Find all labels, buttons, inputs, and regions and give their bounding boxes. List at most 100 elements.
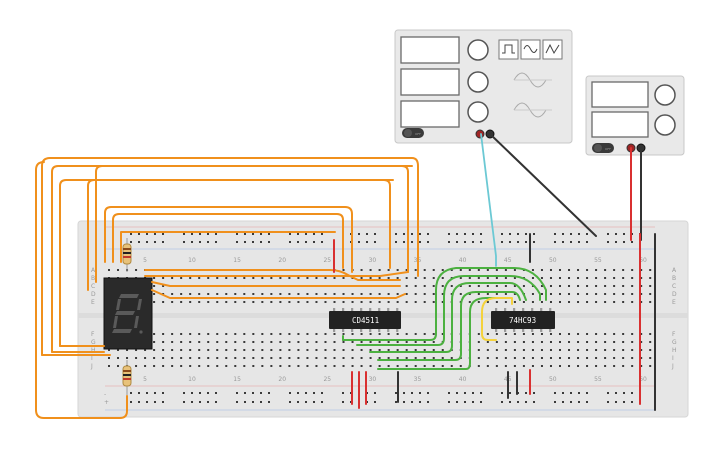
breadboard-hole[interactable] [622, 293, 625, 295]
breadboard-hole[interactable] [252, 365, 255, 367]
breadboard-hole[interactable] [108, 357, 110, 359]
breadboard-hole[interactable] [191, 241, 193, 243]
yellow-wire[interactable] [481, 297, 513, 341]
breadboard-hole[interactable] [324, 365, 327, 367]
breadboard-hole[interactable] [387, 269, 390, 271]
breadboard-hole[interactable] [464, 233, 466, 235]
breadboard-hole[interactable] [270, 349, 273, 351]
breadboard-hole[interactable] [130, 392, 132, 394]
breadboard-hole[interactable] [288, 349, 291, 351]
breadboard-hole[interactable] [396, 333, 399, 335]
breadboard-hole[interactable] [243, 341, 246, 343]
breadboard-hole[interactable] [595, 277, 598, 279]
breadboard-hole[interactable] [513, 357, 516, 359]
breadboard-hole[interactable] [432, 341, 435, 343]
breadboard-hole[interactable] [549, 293, 552, 295]
breadboard-hole[interactable] [180, 349, 183, 351]
breadboard-hole[interactable] [419, 241, 421, 243]
breadboard-hole[interactable] [396, 365, 399, 367]
breadboard-hole[interactable] [207, 365, 210, 367]
breadboard-hole[interactable] [432, 301, 435, 303]
breadboard-hole[interactable] [649, 269, 652, 271]
breadboard-hole[interactable] [199, 241, 201, 243]
breadboard-hole[interactable] [559, 293, 561, 295]
breadboard-hole[interactable] [615, 392, 617, 394]
breadboard-hole[interactable] [495, 301, 498, 303]
breadboard-hole[interactable] [144, 349, 147, 351]
breadboard-hole[interactable] [268, 401, 270, 403]
breadboard-hole[interactable] [305, 241, 307, 243]
breadboard-hole[interactable] [622, 301, 625, 303]
breadboard-hole[interactable] [504, 357, 507, 359]
breadboard-hole[interactable] [289, 241, 291, 243]
breadboard-hole[interactable] [216, 341, 219, 343]
breadboard-hole[interactable] [586, 301, 589, 303]
breadboard-hole[interactable] [586, 365, 589, 367]
breadboard-hole[interactable] [631, 285, 634, 287]
breadboard-hole[interactable] [180, 277, 183, 279]
breadboard-hole[interactable] [153, 365, 156, 367]
breadboard-hole[interactable] [577, 301, 580, 303]
breadboard-hole[interactable] [207, 392, 209, 394]
breadboard-hole[interactable] [252, 401, 254, 403]
breadboard-hole[interactable] [419, 392, 421, 394]
breadboard-hole[interactable] [486, 285, 489, 287]
breadboard-hole[interactable] [130, 233, 132, 235]
breadboard-hole[interactable] [459, 269, 462, 271]
breadboard-hole[interactable] [441, 277, 444, 279]
breadboard-hole[interactable] [315, 293, 318, 295]
breadboard-hole[interactable] [360, 349, 363, 351]
breadboard-hole[interactable] [631, 301, 634, 303]
breadboard-hole[interactable] [477, 365, 480, 367]
breadboard-hole[interactable] [631, 241, 633, 243]
breadboard-hole[interactable] [495, 285, 498, 287]
breadboard-hole[interactable] [279, 357, 282, 359]
breadboard-hole[interactable] [631, 293, 634, 295]
breadboard-hole[interactable] [414, 277, 417, 279]
breadboard-hole[interactable] [183, 392, 185, 394]
breadboard-hole[interactable] [450, 365, 453, 367]
breadboard-hole[interactable] [135, 269, 138, 271]
breadboard-hole[interactable] [448, 241, 450, 243]
breadboard-hole[interactable] [366, 233, 368, 235]
breadboard-hole[interactable] [459, 285, 462, 287]
breadboard-hole[interactable] [360, 293, 363, 295]
breadboard-hole[interactable] [549, 365, 552, 367]
breadboard-hole[interactable] [477, 357, 480, 359]
breadboard-hole[interactable] [315, 277, 318, 279]
breadboard-hole[interactable] [577, 341, 580, 343]
breadboard-hole[interactable] [244, 392, 246, 394]
breadboard-hole[interactable] [480, 401, 482, 403]
breadboard-hole[interactable] [549, 341, 552, 343]
breadboard-hole[interactable] [486, 333, 489, 335]
breadboard-hole[interactable] [403, 392, 405, 394]
breadboard-hole[interactable] [315, 365, 318, 367]
chip-74hc93[interactable]: 74HC93 [491, 308, 555, 332]
breadboard-hole[interactable] [540, 349, 543, 351]
breadboard-hole[interactable] [297, 233, 299, 235]
breadboard-hole[interactable] [649, 333, 652, 335]
breadboard-hole[interactable] [351, 333, 354, 335]
breadboard-hole[interactable] [234, 357, 237, 359]
breadboard-hole[interactable] [378, 365, 381, 367]
breadboard-hole[interactable] [297, 392, 299, 394]
breadboard-hole[interactable] [189, 293, 192, 295]
breadboard-hole[interactable] [225, 341, 228, 343]
breadboard-hole[interactable] [260, 241, 262, 243]
breadboard-hole[interactable] [649, 301, 652, 303]
breadboard-hole[interactable] [374, 233, 376, 235]
breadboard-hole[interactable] [403, 233, 405, 235]
breadboard-hole[interactable] [468, 285, 471, 287]
breadboard-hole[interactable] [513, 277, 516, 279]
breadboard-hole[interactable] [459, 293, 462, 295]
breadboard-hole[interactable] [604, 349, 607, 351]
breadboard-hole[interactable] [207, 341, 210, 343]
breadboard-hole[interactable] [236, 401, 238, 403]
breadboard-hole[interactable] [252, 392, 254, 394]
breadboard-hole[interactable] [405, 341, 408, 343]
breadboard-hole[interactable] [411, 241, 413, 243]
breadboard-hole[interactable] [405, 365, 408, 367]
breadboard-hole[interactable] [333, 293, 336, 295]
breadboard-hole[interactable] [378, 357, 381, 359]
breadboard-hole[interactable] [342, 333, 345, 335]
